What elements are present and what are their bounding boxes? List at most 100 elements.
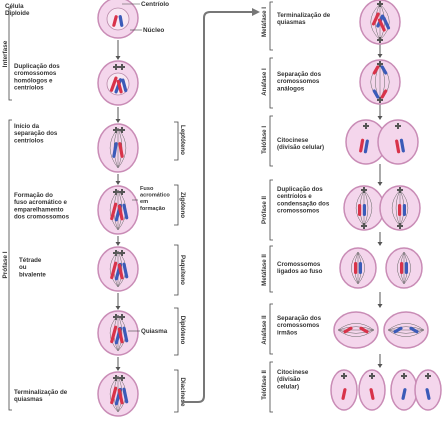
chromatid-red <box>110 261 118 280</box>
chromatid-red <box>371 12 380 26</box>
chromatid-red <box>117 204 124 221</box>
centriole-bar <box>399 187 401 193</box>
chromatid <box>369 388 375 400</box>
chromosome-pair <box>395 138 405 154</box>
centriole-icon <box>401 373 407 379</box>
spindle-fiber <box>337 326 375 331</box>
right-stage-label-line: Citocinese <box>277 369 309 376</box>
left-stage-label-line: bivalente <box>19 271 46 278</box>
centriole-icon <box>377 97 383 103</box>
chromatid-red <box>359 138 365 153</box>
centriole-bar <box>343 373 345 379</box>
left-stage-label-line: Tétrade <box>19 257 42 264</box>
spindle-fiber <box>109 314 119 352</box>
centriole-bar <box>379 97 381 103</box>
arrow-head <box>115 306 121 310</box>
chromatid <box>409 326 419 334</box>
right-stage-7 <box>330 369 442 411</box>
arrow-head <box>377 304 383 308</box>
chromosome <box>359 326 369 334</box>
chromosome-pair <box>116 78 128 94</box>
substage-label: Paquíteno <box>179 255 186 285</box>
phase-bracket <box>269 361 273 413</box>
chromosome <box>369 388 375 400</box>
right-stage-6 <box>333 311 429 349</box>
substage-label: Diacinese <box>179 378 186 407</box>
chromatid-blue <box>122 326 129 343</box>
substage-bracket <box>174 244 179 296</box>
arrow-head <box>115 242 121 246</box>
left-stage-1 <box>97 0 139 39</box>
centriole-icon <box>377 61 383 67</box>
chromatid-red <box>354 262 358 274</box>
left-stage-label-line: Célula <box>5 3 24 10</box>
spindle-fiber <box>387 329 425 334</box>
right-stage-4 <box>343 185 421 231</box>
left-stage-label-line: ou <box>19 264 27 271</box>
centriole-icon <box>395 123 401 129</box>
chromatid-blue <box>363 139 369 154</box>
spindle-fiber <box>391 189 401 227</box>
left-stage-label-line: Início da <box>14 123 40 130</box>
chromatid <box>393 326 403 334</box>
chromatid-blue <box>122 262 129 279</box>
chromatid <box>112 15 118 27</box>
chromatid-red <box>358 204 362 216</box>
chromosome-pair <box>117 387 129 405</box>
centriole-icon <box>377 1 383 7</box>
centriole-icon <box>113 64 119 70</box>
chromatid-red <box>400 262 404 274</box>
spindle-fiber <box>117 250 123 288</box>
phase-label: Metáfase II <box>261 254 268 286</box>
chromatid-red <box>117 327 124 344</box>
centriole-bar <box>397 123 399 129</box>
centriole-icon <box>369 373 375 379</box>
centriole-bar <box>121 189 123 195</box>
right-stage-3 <box>345 119 419 165</box>
chromatid <box>401 388 407 400</box>
chromosome <box>341 388 347 400</box>
chromatid-red <box>117 388 124 405</box>
chromosome <box>343 326 353 334</box>
connector-arrow-head <box>252 8 260 16</box>
centriole-bar <box>365 123 367 129</box>
chromosome <box>409 326 419 334</box>
spindle-fiber <box>379 3 390 41</box>
right-stage-label-line: Citocinese <box>277 137 309 144</box>
nucleus-label: Núcleo <box>143 27 164 34</box>
chromosome <box>401 388 407 400</box>
right-stage-label-line: Separação dos <box>277 315 322 322</box>
chromatid <box>425 388 431 400</box>
chromosome <box>425 388 431 400</box>
right-stage-label-line: irmãos <box>277 329 298 336</box>
left-stage-label-line: homólogos e <box>14 77 53 84</box>
left-stage-label-line: centríolos <box>14 137 44 144</box>
centriole-bar <box>403 373 405 379</box>
right-stage-label-line: celular) <box>277 383 299 390</box>
centriole-icon <box>119 375 125 381</box>
chromosome <box>372 89 380 99</box>
centriole-icon <box>119 314 125 320</box>
chromatid-blue <box>382 16 391 30</box>
right-stage-5 <box>339 247 423 289</box>
chromatid <box>343 326 353 334</box>
arrow-head <box>377 54 383 58</box>
substage-label: Zigóteno <box>179 192 186 218</box>
spindle-fiber <box>387 323 425 331</box>
spindle-fiber <box>337 329 375 337</box>
chromatid-red <box>117 263 124 280</box>
substage-label: Diplóteno <box>179 316 186 345</box>
chromosome <box>118 142 124 158</box>
right-stage-label-line: cromossomos <box>277 208 320 215</box>
right-stage-label-line: Cromossomos <box>277 261 321 268</box>
spindle-fiber <box>363 189 373 227</box>
centriole-icon <box>113 127 119 133</box>
chromatid <box>372 89 380 99</box>
left-stage-5 <box>97 246 139 292</box>
chromosome <box>112 142 118 158</box>
centriole-bar <box>363 187 365 193</box>
chromatid <box>112 142 118 158</box>
left-stage-label-line: Diploide <box>5 10 30 17</box>
spindle-fibers <box>337 323 375 337</box>
